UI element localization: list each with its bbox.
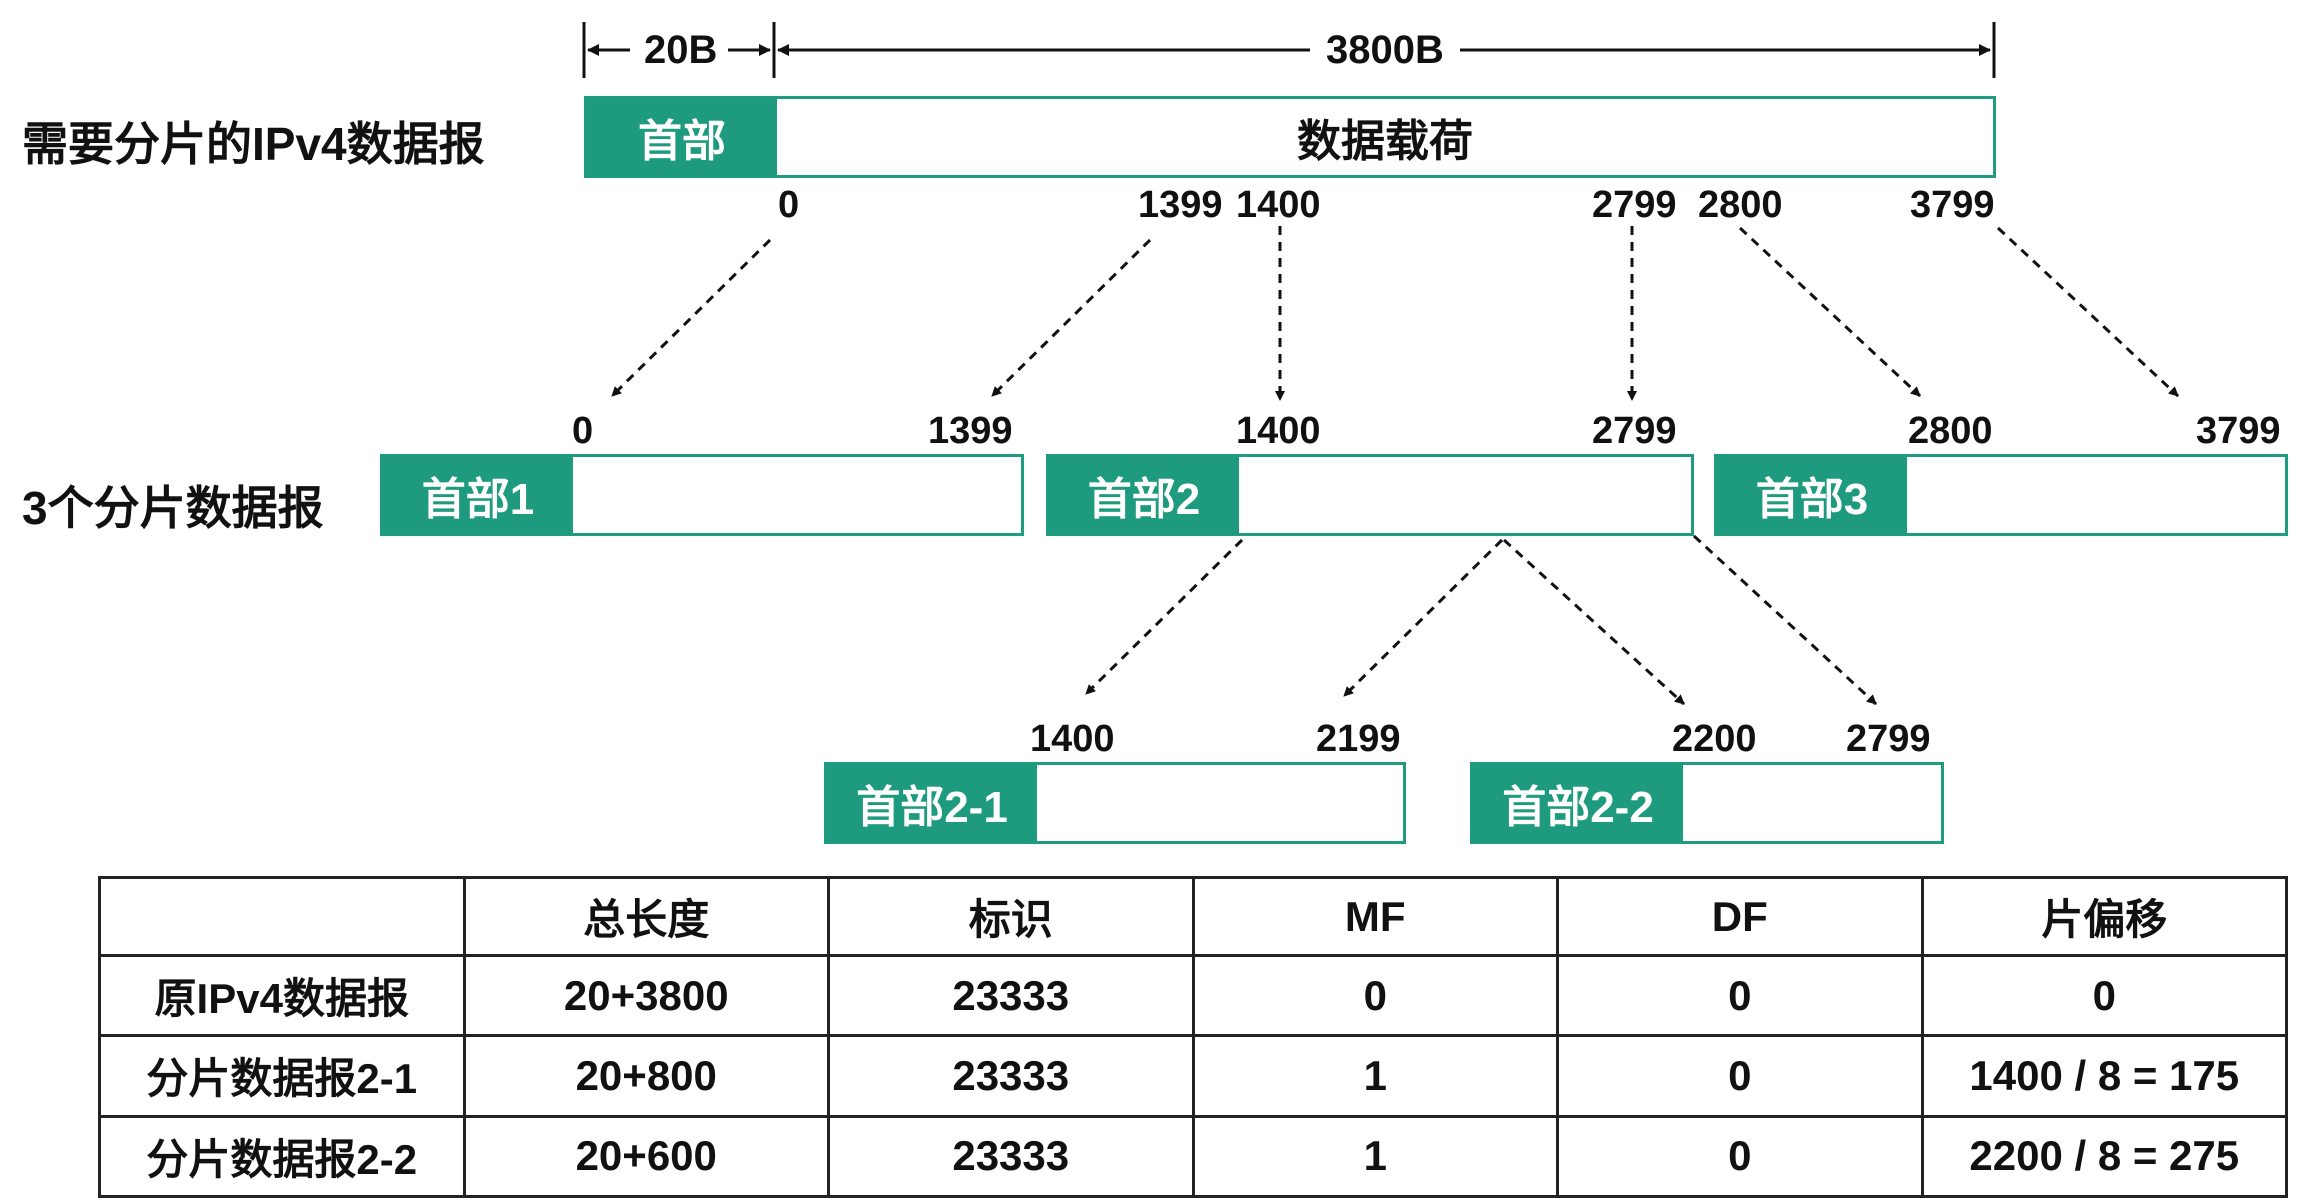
table-cell: 0	[1191, 953, 1559, 1038]
original-datagram-label: 需要分片的IPv4数据报	[22, 118, 485, 170]
fragment-arrows	[610, 226, 2180, 401]
fragment-start: 0	[572, 410, 594, 452]
table-header-row: 总长度 标识 MF DF 片偏移	[98, 876, 2288, 957]
fragment-end: 1399	[928, 410, 1013, 452]
fragment-2-header: 首部2	[1049, 457, 1239, 533]
fragment-end: 3799	[2196, 410, 2281, 452]
fragment-1: 首部1	[380, 454, 1024, 536]
offset-label: 1399	[1138, 184, 1223, 226]
offset-label: 2799	[1592, 184, 1677, 226]
table-header-cell	[98, 876, 466, 957]
table-cell: 2200 / 8 = 275	[1920, 1114, 2288, 1199]
table-cell: 0	[1556, 1114, 1924, 1199]
table-cell: 0	[1920, 953, 2288, 1038]
original-payload: 数据载荷	[1297, 117, 1473, 166]
table-row: 分片数据报2-1 20+800 23333 1 0 1400 / 8 = 175	[98, 1034, 2288, 1118]
fragment-3-header: 首部3	[1717, 457, 1907, 533]
table-row: 原IPv4数据报 20+3800 23333 0 0 0	[98, 953, 2288, 1038]
table-cell: 23333	[827, 1114, 1195, 1199]
table-cell: 20+600	[462, 1114, 830, 1199]
subfragment-end: 2799	[1846, 718, 1931, 760]
table-header-cell: DF	[1556, 876, 1924, 957]
header-size-dimension	[582, 22, 1996, 78]
table-header-cell: MF	[1191, 876, 1559, 957]
table-header-cell: 标识	[827, 876, 1195, 957]
original-datagram: 首部 数据载荷	[584, 96, 1996, 178]
fragment-start: 2800	[1908, 410, 1993, 452]
table-cell: 1	[1191, 1034, 1559, 1118]
table-cell: 20+3800	[462, 953, 830, 1038]
table-cell: 原IPv4数据报	[98, 953, 466, 1038]
table-header-cell: 片偏移	[1920, 876, 2288, 957]
original-header: 首部	[587, 99, 777, 175]
payload-size-label: 3800B	[1318, 30, 1452, 70]
table-row: 分片数据报2-2 20+600 23333 1 0 2200 / 8 = 275	[98, 1114, 2288, 1199]
offset-label: 1400	[1236, 184, 1321, 226]
table-cell: 1	[1191, 1114, 1559, 1199]
subfragment-end: 2199	[1316, 718, 1401, 760]
table-cell: 23333	[827, 953, 1195, 1038]
fragment-fields-table: 总长度 标识 MF DF 片偏移 原IPv4数据报 20+3800 23333 …	[98, 876, 2288, 1199]
subfragment-2-2: 首部2-2	[1470, 762, 1944, 844]
table-cell: 分片数据报2-2	[98, 1114, 466, 1199]
fragments-label: 3个分片数据报	[22, 482, 324, 534]
fragment-1-header: 首部1	[383, 457, 573, 533]
table-cell: 23333	[827, 1034, 1195, 1118]
header-size-label: 20B	[640, 30, 722, 70]
fragment-end: 2799	[1592, 410, 1677, 452]
fragment-2: 首部2	[1046, 454, 1694, 536]
table-cell: 0	[1556, 1034, 1924, 1118]
subfragment-2-1-header: 首部2-1	[827, 765, 1037, 841]
offset-label: 2800	[1698, 184, 1783, 226]
subfragment-2-1: 首部2-1	[824, 762, 1406, 844]
subfragment-start: 2200	[1672, 718, 1757, 760]
table-cell: 分片数据报2-1	[98, 1034, 466, 1118]
table-header-cell: 总长度	[462, 876, 830, 957]
subfragment-start: 1400	[1030, 718, 1115, 760]
fragment-3: 首部3	[1714, 454, 2288, 536]
subfragment-arrows	[1084, 534, 1878, 706]
offset-label: 0	[778, 184, 800, 226]
offset-label: 3799	[1910, 184, 1995, 226]
table-cell: 0	[1556, 953, 1924, 1038]
table-cell: 1400 / 8 = 175	[1920, 1034, 2288, 1118]
table-cell: 20+800	[462, 1034, 830, 1118]
fragment-start: 1400	[1236, 410, 1321, 452]
subfragment-2-2-header: 首部2-2	[1473, 765, 1683, 841]
